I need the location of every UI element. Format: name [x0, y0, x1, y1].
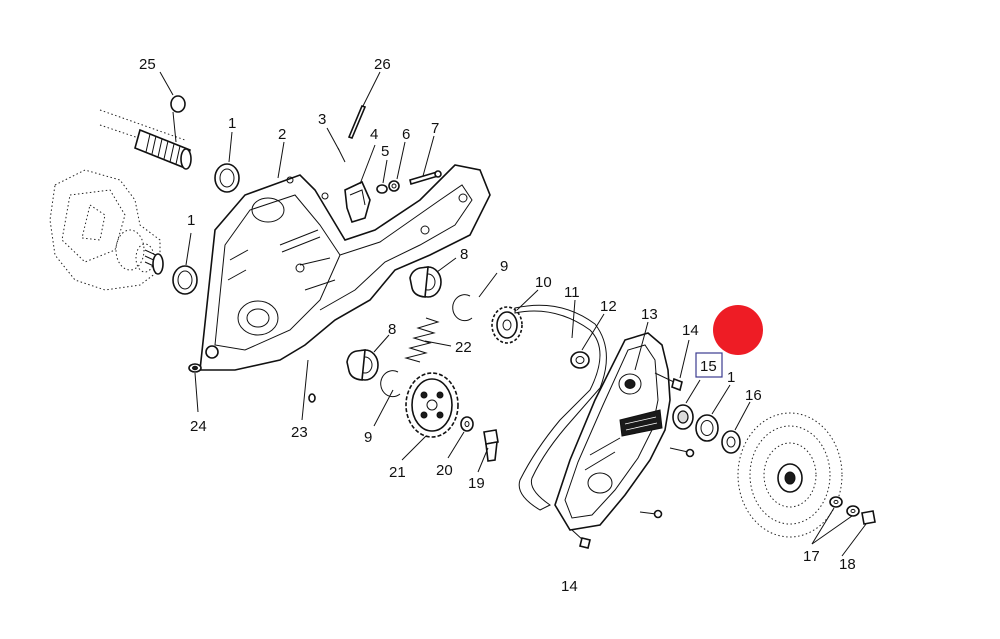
- callout-2: 2: [278, 126, 286, 143]
- bearing-8b: [346, 349, 379, 381]
- callout-1-right: 1: [727, 369, 735, 386]
- washer-17b: [846, 505, 860, 517]
- callout-19: 19: [468, 475, 485, 492]
- spring-22: [404, 317, 440, 363]
- callout-23: 23: [291, 424, 308, 441]
- callout-8-top: 8: [460, 246, 468, 263]
- bolt-14-bottom: [571, 529, 591, 549]
- bearing-15: [672, 404, 694, 430]
- callout-16: 16: [745, 387, 762, 404]
- callout-7: 7: [431, 120, 439, 137]
- callout-5: 5: [381, 143, 389, 160]
- bolt-14-mid: [669, 447, 695, 458]
- callout-9-top: 9: [500, 258, 508, 275]
- callout-6: 6: [402, 126, 410, 143]
- pin-23: [308, 393, 316, 403]
- callout-4: 4: [370, 126, 378, 143]
- callout-21: 21: [389, 464, 406, 481]
- callout-26: 26: [374, 56, 391, 73]
- snap-ring-9b: [380, 370, 401, 398]
- brake-disc: [737, 412, 843, 538]
- engine-assembly: [49, 169, 164, 291]
- callout-10: 10: [535, 274, 552, 291]
- chain-11: [514, 304, 607, 511]
- callout-22: 22: [455, 339, 472, 356]
- seal-12: [570, 351, 590, 369]
- callout-8-mid: 8: [388, 321, 396, 338]
- washer-17a: [829, 496, 843, 508]
- callout-15: 15: [700, 358, 717, 375]
- callout-20: 20: [436, 462, 453, 479]
- bolt-14-top: [654, 372, 683, 392]
- red-marker-dot: [713, 305, 763, 355]
- pin-3: [337, 147, 346, 163]
- nut-6: [388, 180, 400, 192]
- leader-lines: [159, 71, 867, 557]
- callout-1-left: 1: [187, 212, 195, 229]
- callout-25: 25: [139, 56, 156, 73]
- callout-labels: 25 26 1 2 3 4 5 6 7 1 8 9 10 11 12 13 14…: [139, 56, 856, 595]
- seal-1a: [214, 163, 240, 193]
- bearing-8a: [409, 266, 442, 298]
- chaincase-housing: [199, 164, 491, 371]
- bolt-18: [861, 510, 876, 525]
- washer-24: [188, 363, 202, 373]
- callout-24: 24: [190, 418, 207, 435]
- callout-3: 3: [318, 111, 326, 128]
- callout-12: 12: [600, 298, 617, 315]
- bolt-14-lower: [639, 509, 663, 519]
- chaincase-cover: [554, 332, 671, 531]
- callout-11: 11: [564, 284, 580, 301]
- seal-1c: [695, 414, 719, 442]
- callout-13: 13: [641, 306, 658, 323]
- callout-9-bottom: 9: [364, 429, 372, 446]
- snap-ring-9a: [452, 294, 473, 322]
- highlight-box-15: [695, 352, 723, 378]
- drive-shaft: [99, 109, 192, 170]
- sprocket-10: [491, 306, 523, 344]
- gear-21: [405, 372, 459, 438]
- o-ring: [170, 95, 186, 113]
- callout-14-bottom: 14: [561, 578, 578, 595]
- seal-1b: [172, 265, 198, 295]
- washer-20: [460, 416, 474, 432]
- tensioner-block-4: [344, 180, 371, 223]
- callout-17: 17: [803, 548, 820, 565]
- callout-14-top: 14: [682, 322, 699, 339]
- callout-18: 18: [839, 556, 856, 573]
- bolt-19: [483, 429, 499, 462]
- bearing-16: [721, 430, 741, 454]
- callout-1-top: 1: [228, 115, 236, 132]
- washer-5: [376, 184, 388, 194]
- bolt-7: [409, 170, 442, 186]
- dowel-pin-26: [347, 105, 367, 139]
